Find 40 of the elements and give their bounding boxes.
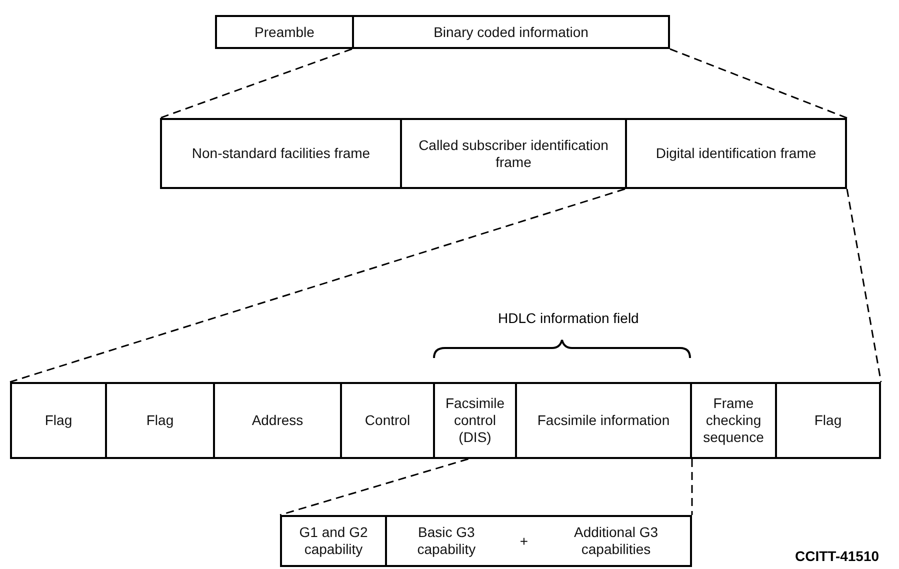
figure-number: CCITT-41510 — [795, 548, 880, 564]
information-field — [352, 15, 670, 49]
flag-field — [10, 382, 107, 459]
expansion-line — [846, 188, 882, 382]
field-text: G1 and G2 capability — [298, 524, 369, 558]
frame-field — [160, 118, 402, 189]
field-text: Flag — [813, 412, 843, 429]
field-text: Flag — [44, 412, 74, 429]
field-text: Additional G3 capabilities — [572, 524, 660, 558]
field-text: Control — [364, 412, 412, 429]
checksum-field — [690, 382, 777, 459]
field-text: Non-standard facilities frame — [190, 145, 372, 162]
information-field — [515, 382, 692, 459]
field-text: Preamble — [254, 24, 316, 40]
frame-field — [625, 118, 847, 189]
field-text: Address — [250, 412, 304, 429]
brace-label: HDLC information field — [498, 310, 639, 326]
expansion-line — [280, 458, 468, 516]
capability-field — [385, 515, 692, 567]
expansion-line — [10, 188, 626, 383]
field-text: Flag — [145, 412, 175, 429]
field-text: Facsimile information — [536, 412, 671, 429]
expansion-line — [670, 48, 848, 119]
field-text: Called subscriber identification frame — [418, 136, 610, 170]
preamble-field — [215, 15, 354, 49]
field-text: Basic G3 capability — [416, 524, 477, 558]
flag-field — [105, 382, 215, 459]
plus-sign: + — [518, 532, 530, 550]
flag-field — [775, 382, 881, 459]
field-text: Digital identification frame — [654, 145, 818, 162]
control-field — [433, 382, 517, 459]
control-field — [340, 382, 435, 459]
expansion-line — [691, 459, 693, 515]
field-text: Frame checking sequence — [702, 395, 765, 446]
expansion-line — [160, 48, 352, 119]
field-text: Binary coded information — [432, 24, 590, 40]
capability-field — [280, 515, 387, 567]
frame-field — [400, 118, 627, 189]
field-text: Facsimile control (DIS) — [444, 395, 506, 446]
address-field — [213, 382, 342, 459]
